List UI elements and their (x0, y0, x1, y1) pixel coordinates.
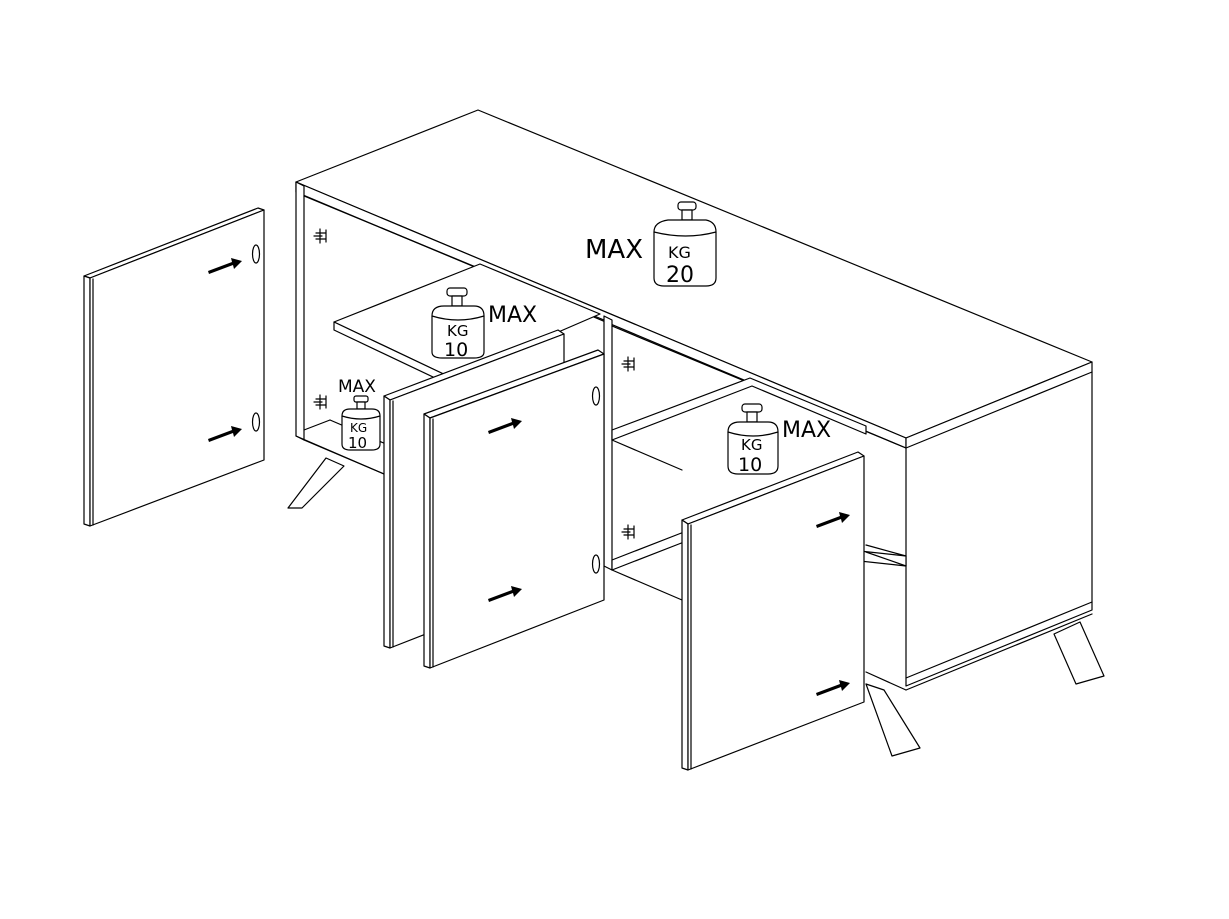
hinge-mount-icon (621, 356, 635, 372)
cabinet-side-panel (905, 361, 1093, 687)
weight-shelf-right: KG 10 MAX (727, 403, 831, 476)
leg-back-right (1053, 621, 1105, 685)
door-right (681, 451, 865, 771)
weight-top: MAX KG 20 (585, 201, 717, 288)
leg-front-right (865, 683, 921, 757)
svg-text:KG: KG (447, 322, 468, 340)
svg-text:KG: KG (741, 436, 762, 454)
max-label: MAX (488, 303, 537, 328)
cabinet-legs (287, 457, 1105, 757)
hinge-mount-icon (313, 228, 327, 244)
weight-shelf-left: KG 10 MAX (431, 287, 537, 361)
center-divider (603, 315, 613, 571)
hinge-cup-hole (251, 412, 261, 432)
svg-text:10: 10 (348, 434, 367, 452)
hinge-cup-hole (251, 244, 261, 264)
hinge-mount-icon (313, 394, 327, 410)
svg-text:20: 20 (666, 263, 694, 288)
svg-text:KG: KG (350, 421, 367, 435)
weight-icon (727, 403, 779, 475)
leg-back-left (287, 457, 345, 509)
max-label: MAX (338, 377, 376, 397)
weight-icon (653, 201, 717, 287)
hinge-cup-hole (591, 386, 601, 406)
svg-text:10: 10 (444, 339, 468, 361)
svg-text:KG: KG (668, 243, 691, 262)
weight-icon (431, 287, 485, 359)
svg-text:10: 10 (738, 454, 762, 476)
weight-icon (341, 395, 381, 451)
hinge-cup-hole (591, 554, 601, 574)
hinge-mount-icon (621, 524, 635, 540)
weight-bottom-left: MAX KG 10 (338, 377, 381, 452)
shelf-right (611, 377, 867, 471)
door-left (83, 207, 265, 527)
max-label: MAX (585, 235, 643, 265)
max-label: MAX (782, 418, 831, 443)
door-middle-front (423, 349, 605, 669)
